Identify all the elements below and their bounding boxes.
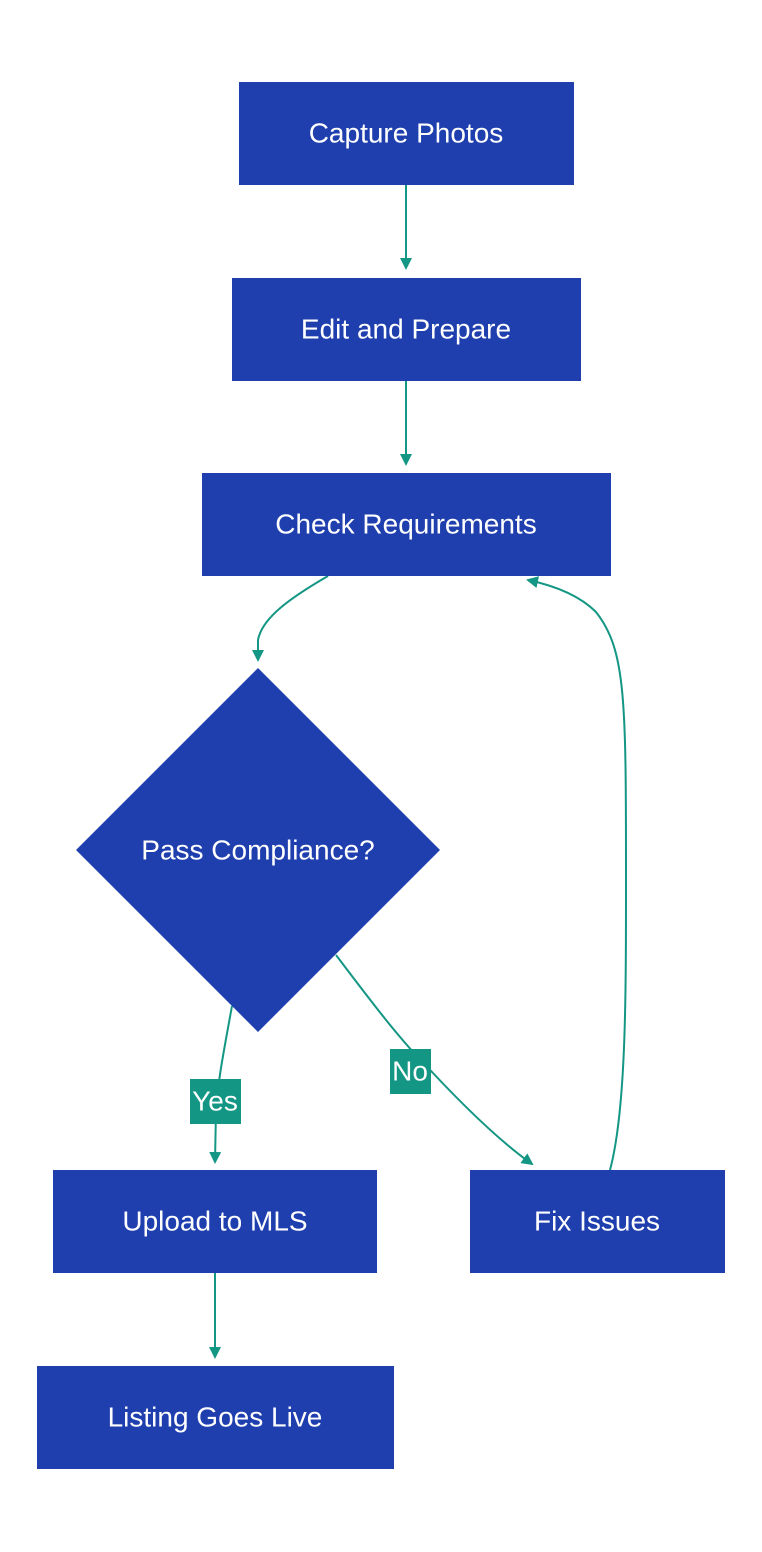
node-pass-compliance: Pass Compliance? [76,668,440,1032]
edge-check-to-compliance [252,575,329,662]
node-fix-issues-label: Fix Issues [534,1206,660,1237]
node-check-requirements-label: Check Requirements [275,509,536,540]
node-capture-photos: Capture Photos [239,82,574,185]
edge-compliance-to-fix-no [335,954,534,1166]
node-check-requirements: Check Requirements [202,473,611,576]
edge-label-no-text: No [392,1056,428,1087]
node-capture-photos-label: Capture Photos [309,118,504,149]
node-listing-goes-live: Listing Goes Live [37,1366,394,1469]
node-edit-and-prepare: Edit and Prepare [232,278,581,381]
edge-label-yes: Yes [190,1079,241,1124]
edge-label-no: No [390,1049,431,1094]
node-edit-and-prepare-label: Edit and Prepare [301,314,511,345]
node-pass-compliance-label: Pass Compliance? [141,835,374,866]
edge-fix-to-check [526,576,627,1171]
node-listing-goes-live-label: Listing Goes Live [108,1402,323,1433]
node-upload-to-mls: Upload to MLS [53,1170,377,1273]
node-fix-issues: Fix Issues [470,1170,725,1273]
node-upload-to-mls-label: Upload to MLS [122,1206,307,1237]
edge-label-yes-text: Yes [192,1086,238,1117]
edges [209,185,627,1359]
